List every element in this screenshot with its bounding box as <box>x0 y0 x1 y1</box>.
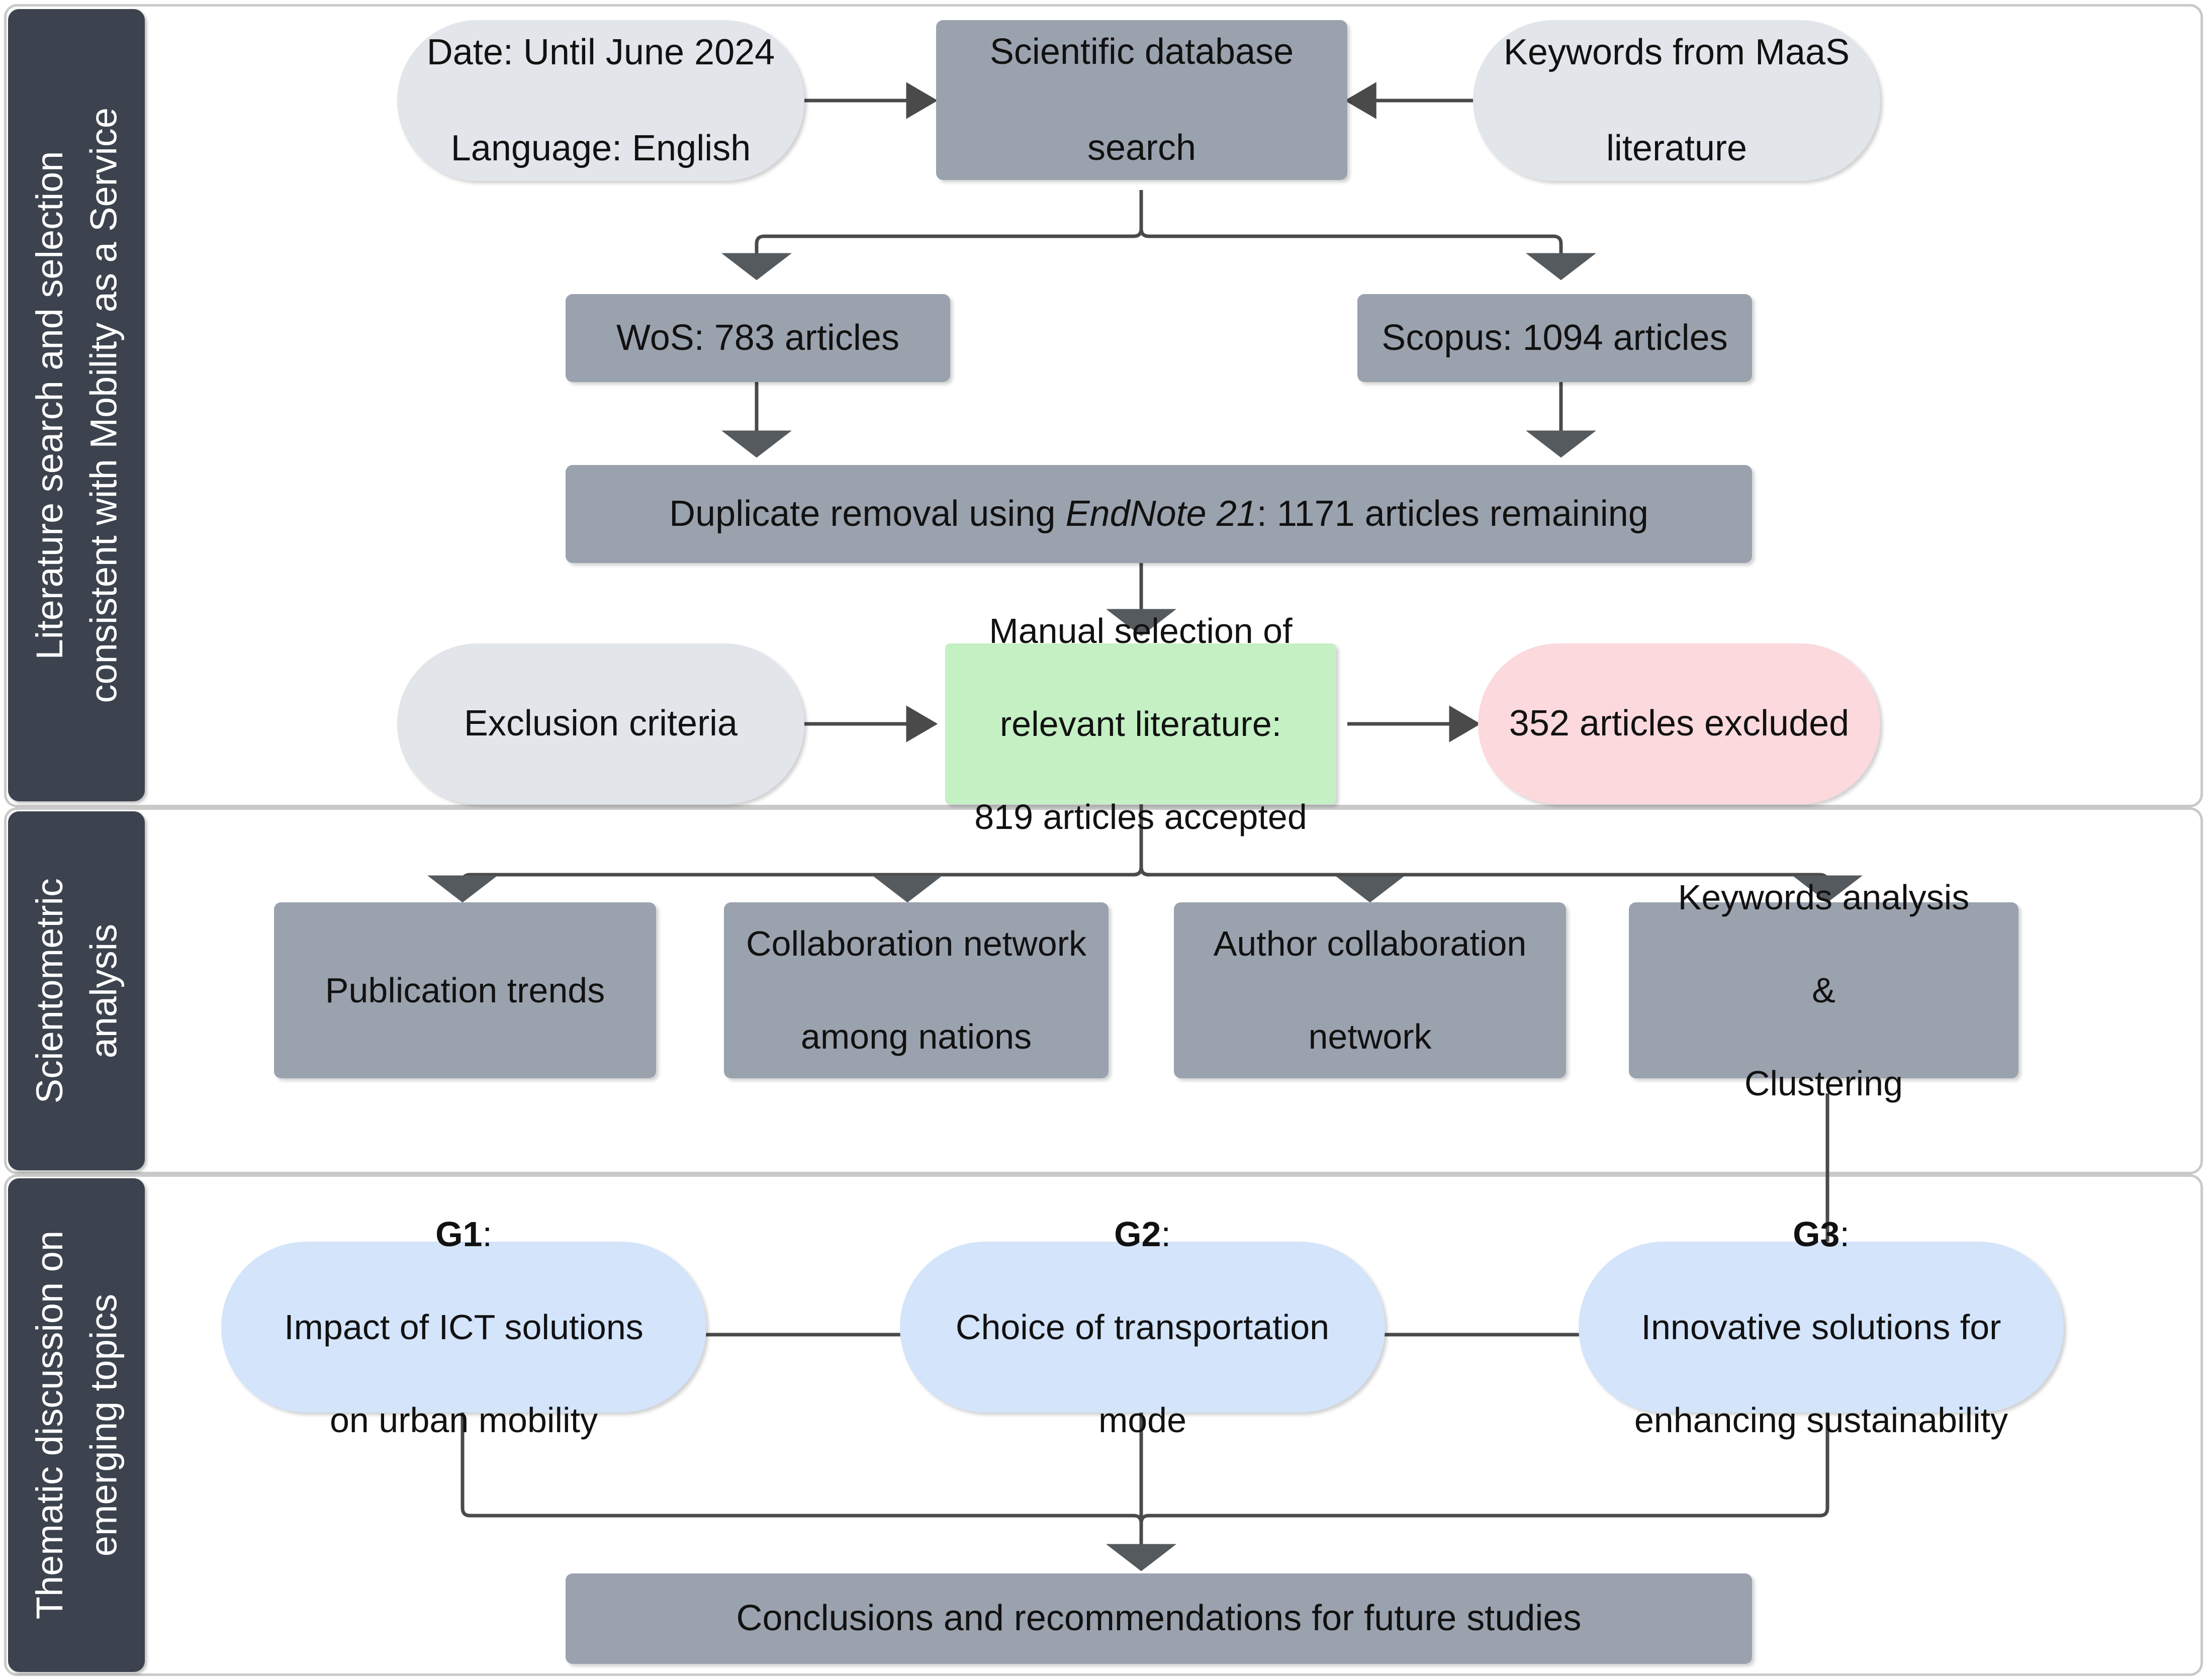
wos-label: WoS: 783 articles <box>616 317 899 358</box>
node-publication-trends[interactable]: Publication trends <box>274 902 656 1078</box>
node-scientific-database-search[interactable]: Scientific database search <box>936 20 1347 180</box>
node-search-filters[interactable]: Date: Until June 2024 Language: English <box>397 20 804 181</box>
g1-line-2: Impact of ICT solutions <box>284 1307 643 1347</box>
g3-tag: G3 <box>1793 1215 1840 1254</box>
collab-nations-line-2: among nations <box>800 1017 1032 1057</box>
node-wos-articles[interactable]: WoS: 783 articles <box>566 294 950 382</box>
sidebar-section-thematic: Thematic discussion on emerging topics <box>8 1178 145 1672</box>
clustering-line-2: & <box>1812 970 1835 1010</box>
scopus-label: Scopus: 1094 articles <box>1382 317 1728 358</box>
node-keywords-analysis-clustering[interactable]: Keywords analysis & Clustering <box>1629 878 2018 1103</box>
author-collab-line-2: network <box>1308 1017 1432 1057</box>
sidebar-label-literature: Literature search and selection consiste… <box>28 107 124 703</box>
pub-trends-label: Publication trends <box>325 970 605 1010</box>
dedup-prefix: Duplicate removal using <box>669 493 1066 534</box>
g3-sep: : <box>1840 1215 1850 1254</box>
clustering-line-3: Clustering <box>1744 1063 1903 1103</box>
node-keywords-from-maas-literature[interactable]: Keywords from MaaS literature <box>1473 20 1880 181</box>
g2-line-2: Choice of transportation <box>955 1307 1330 1347</box>
node-scopus-articles[interactable]: Scopus: 1094 articles <box>1357 294 1752 382</box>
sidebar-section-scientometric: Scientometric analysis <box>8 811 145 1170</box>
g1-sep: : <box>482 1215 492 1254</box>
node-exclusion-criteria[interactable]: Exclusion criteria <box>397 643 804 804</box>
author-collab-line-1: Author collaboration <box>1213 924 1527 964</box>
node-author-collaboration-network[interactable]: Author collaboration network <box>1174 902 1566 1078</box>
exclusion-label: Exclusion criteria <box>464 703 738 744</box>
node-articles-excluded[interactable]: 352 articles excluded <box>1478 643 1880 804</box>
collab-nations-line-1: Collaboration network <box>746 924 1087 964</box>
conclusions-label: Conclusions and recommendations for futu… <box>736 1598 1582 1639</box>
keywords-line-2: literature <box>1606 128 1748 168</box>
filters-line-2: Language: English <box>450 128 751 168</box>
sidebar-label-thematic: Thematic discussion on emerging topics <box>28 1231 124 1620</box>
node-manual-selection[interactable]: Manual selection of relevant literature:… <box>945 611 1336 836</box>
g3-line-3: enhancing sustainability <box>1634 1400 2008 1440</box>
g1-tag: G1 <box>435 1215 483 1254</box>
filters-line-1: Date: Until June 2024 <box>426 32 775 73</box>
g3-line-2: Innovative solutions for <box>1641 1307 2001 1347</box>
node-group-g1[interactable]: G1: Impact of ICT solutions on urban mob… <box>221 1215 706 1440</box>
sidebar-section-literature: Literature search and selection consiste… <box>8 9 145 801</box>
manual-line-3: 819 articles accepted <box>974 797 1307 836</box>
node-conclusions[interactable]: Conclusions and recommendations for futu… <box>566 1573 1752 1664</box>
clustering-line-1: Keywords analysis <box>1678 878 1970 917</box>
excluded-label: 352 articles excluded <box>1509 703 1850 744</box>
node-group-g3[interactable]: G3: Innovative solutions for enhancing s… <box>1579 1215 2064 1440</box>
node-group-g2[interactable]: G2: Choice of transportation mode <box>900 1215 1385 1440</box>
g2-sep: : <box>1161 1215 1171 1254</box>
manual-line-1: Manual selection of <box>989 611 1293 651</box>
sidebar-label-scientometric: Scientometric analysis <box>28 878 124 1104</box>
keywords-line-1: Keywords from MaaS <box>1503 32 1850 73</box>
dedup-tool: EndNote 21 <box>1065 493 1257 534</box>
manual-line-2: relevant literature: <box>999 704 1282 743</box>
g1-line-3: on urban mobility <box>329 1400 598 1440</box>
node-duplicate-removal[interactable]: Duplicate removal using EndNote 21: 1171… <box>566 465 1752 563</box>
node-collaboration-network-nations[interactable]: Collaboration network among nations <box>724 902 1109 1078</box>
g2-line-3: mode <box>1098 1400 1187 1440</box>
dedup-suffix: : 1171 articles remaining <box>1256 493 1648 534</box>
db-search-line-2: search <box>1087 127 1197 168</box>
db-search-line-1: Scientific database <box>989 32 1294 72</box>
g2-tag: G2 <box>1114 1215 1161 1254</box>
